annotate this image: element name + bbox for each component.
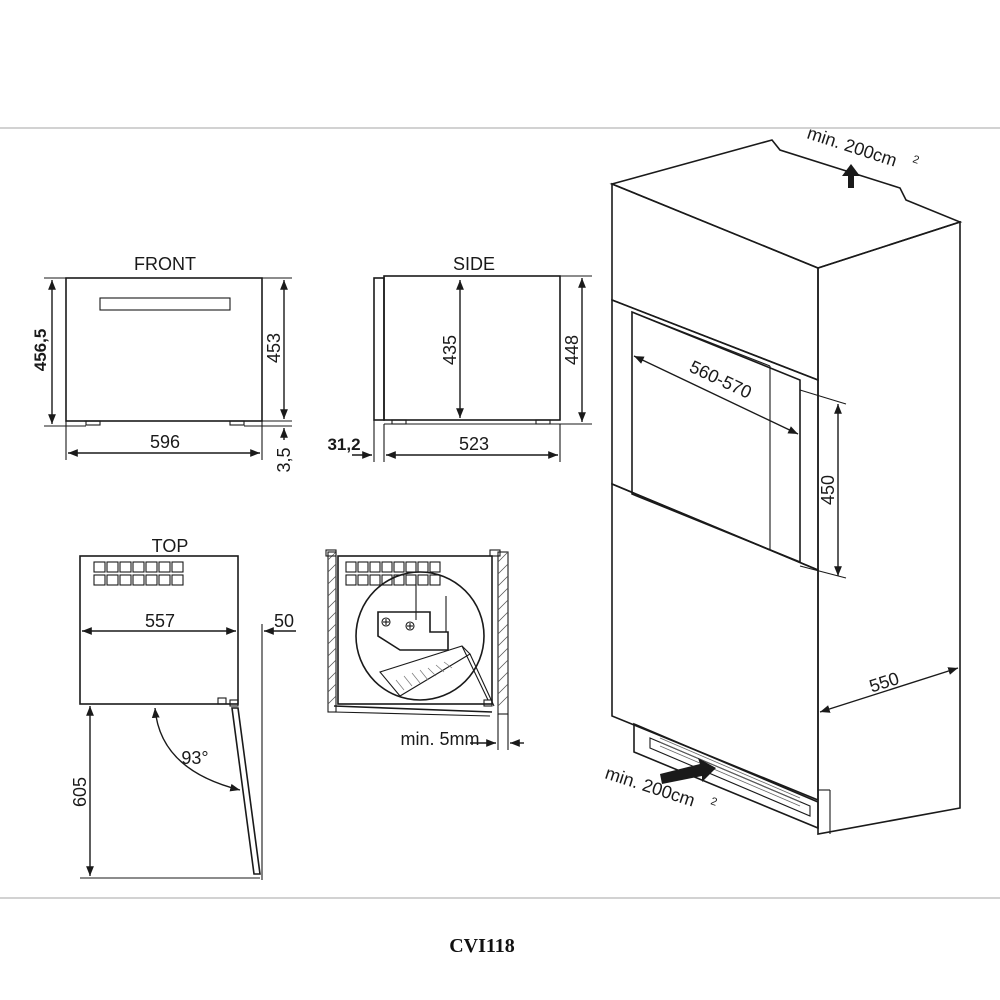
niche-opening (631, 310, 801, 564)
cabinet-lower-front (611, 482, 819, 802)
side-height-label: 448 (562, 335, 582, 365)
front-height-total-label: 456,5 (31, 329, 50, 372)
bottom-vent-sup: 2 (709, 795, 719, 808)
top-title: TOP (152, 536, 189, 556)
top-vent-grid (93, 561, 184, 586)
niche-width-dim (633, 355, 799, 435)
install-vent-grid (345, 561, 441, 586)
side-inner-height-label: 435 (440, 335, 460, 365)
cabinet-upper-front (611, 182, 819, 382)
top-gap-label: 50 (274, 611, 294, 631)
model-label: CVI118 (449, 935, 515, 957)
hinge-bracket (377, 611, 449, 651)
side-door (373, 277, 385, 421)
right-wall (497, 551, 509, 715)
front-height-label: 453 (264, 333, 284, 363)
side-view: SIDE 435 448 31,2 523 (327, 254, 592, 462)
niche-width-label: 560-570 (686, 357, 754, 403)
front-foot-right (229, 420, 245, 426)
door-swing-label: 605 (70, 777, 90, 807)
cabinet-depth-dim (819, 667, 959, 713)
top-width-label: 557 (145, 611, 175, 631)
front-foot-label: 3,5 (274, 447, 294, 472)
front-view: FRONT 456,5 453 3,5 596 (31, 254, 294, 473)
top-open-door (231, 707, 261, 875)
min-gap-label: min. 5mm (400, 729, 479, 749)
side-depth-label: 523 (459, 434, 489, 454)
side-offset-label: 31,2 (327, 435, 360, 454)
bottom-vent-arrow-icon (660, 758, 716, 784)
side-title: SIDE (453, 254, 495, 274)
front-body (65, 277, 263, 422)
top-vent-label: min. 200cm (805, 123, 900, 171)
front-width-label: 596 (150, 432, 180, 452)
front-title: FRONT (134, 254, 196, 274)
detail-zoom-circle (355, 571, 485, 701)
top-view: TOP 557 50 93° 605 (70, 536, 296, 880)
side-body (383, 275, 561, 421)
niche-height-label: 450 (818, 475, 838, 505)
cabinet-top-face (609, 139, 963, 269)
cabinet-depth-label: 550 (867, 668, 902, 696)
top-vent-arrow-icon (842, 164, 860, 188)
cabinet-niche-area (611, 298, 819, 572)
door-angle-label: 93° (181, 748, 208, 768)
door-angle-arc (151, 707, 241, 792)
cabinet-view: 560-570 450 550 min. 200cm 2 min. 200cm … (603, 123, 963, 835)
front-handle (99, 297, 231, 311)
top-body (79, 555, 239, 705)
install-body (337, 555, 493, 705)
install-detail-view: min. 5mm (325, 549, 524, 750)
cabinet-right-side (817, 220, 961, 835)
top-vent-sup: 2 (911, 153, 921, 166)
front-foot-left (85, 420, 101, 426)
